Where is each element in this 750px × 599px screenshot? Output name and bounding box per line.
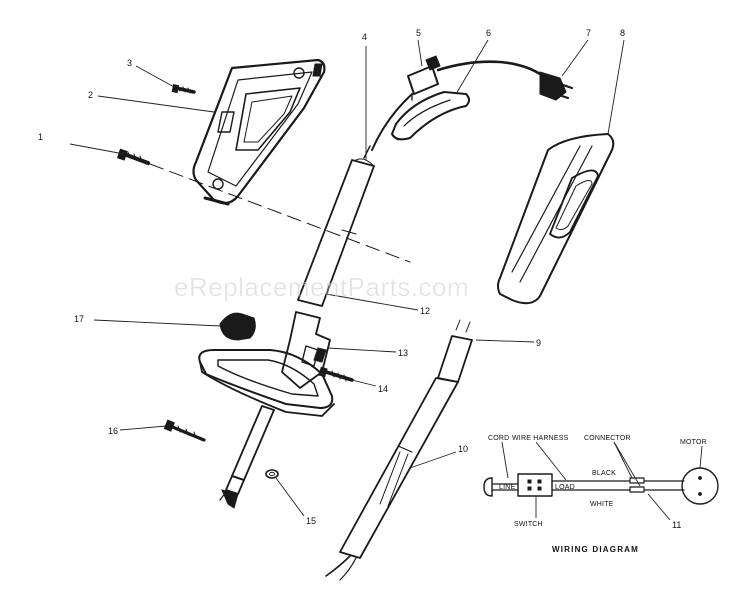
callout-16: 16 bbox=[108, 426, 118, 436]
callout-9: 9 bbox=[536, 338, 541, 348]
wiring-diagram: CORD WIRE HARNESS CONNECTOR MOTOR LINE L… bbox=[483, 435, 719, 554]
left-housing-half bbox=[192, 58, 326, 206]
callout-numbers: 1 2 3 4 5 6 7 8 9 10 11 12 13 14 15 16 1… bbox=[38, 28, 681, 530]
callout-5: 5 bbox=[416, 28, 421, 38]
callout-15: 15 bbox=[306, 516, 316, 526]
callout-7: 7 bbox=[586, 28, 591, 38]
housing-screw-lower bbox=[116, 148, 150, 165]
callout-17: 17 bbox=[74, 314, 84, 324]
right-housing-half bbox=[497, 133, 615, 305]
callout-2: 2 bbox=[88, 90, 93, 100]
wiring-label-wire-harness: WIRE HARNESS bbox=[512, 435, 569, 442]
wiring-label-line: LINE bbox=[499, 484, 515, 491]
wiring-label-connector: CONNECTOR bbox=[584, 435, 631, 442]
wiring-label-load: LOAD bbox=[555, 484, 575, 491]
wiring-diagram-title: WIRING DIAGRAM bbox=[552, 545, 639, 554]
hex-nut bbox=[265, 469, 279, 479]
cord-clamp bbox=[391, 91, 470, 141]
lower-shaft-left bbox=[219, 405, 275, 509]
upper-shaft-tube bbox=[297, 145, 375, 307]
callout-11: 11 bbox=[672, 520, 681, 530]
wiring-label-black: BLACK bbox=[592, 470, 616, 477]
callout-12: 12 bbox=[420, 306, 430, 316]
callout-6: 6 bbox=[486, 28, 491, 38]
watermark: eReplacementParts.com bbox=[174, 272, 469, 302]
wiring-label-switch: SWITCH bbox=[514, 521, 543, 528]
callout-10: 10 bbox=[458, 444, 468, 454]
adjustment-knob bbox=[219, 312, 256, 341]
wiring-label-cord: CORD bbox=[488, 435, 509, 442]
callout-8: 8 bbox=[620, 28, 625, 38]
callout-14: 14 bbox=[378, 384, 388, 394]
callout-3: 3 bbox=[127, 58, 132, 68]
housing-screw-upper bbox=[171, 84, 196, 94]
motor-tube bbox=[325, 319, 473, 581]
callout-1: 1 bbox=[38, 132, 43, 142]
leader-lines bbox=[69, 39, 625, 517]
loop-handle bbox=[198, 349, 335, 417]
power-cord bbox=[371, 60, 574, 151]
handle-bolt bbox=[318, 366, 354, 382]
wiring-label-white: WHITE bbox=[590, 501, 614, 508]
callout-4: 4 bbox=[362, 32, 367, 42]
wiring-label-motor: MOTOR bbox=[680, 439, 707, 446]
callout-13: 13 bbox=[398, 348, 408, 358]
long-screw bbox=[163, 419, 206, 442]
